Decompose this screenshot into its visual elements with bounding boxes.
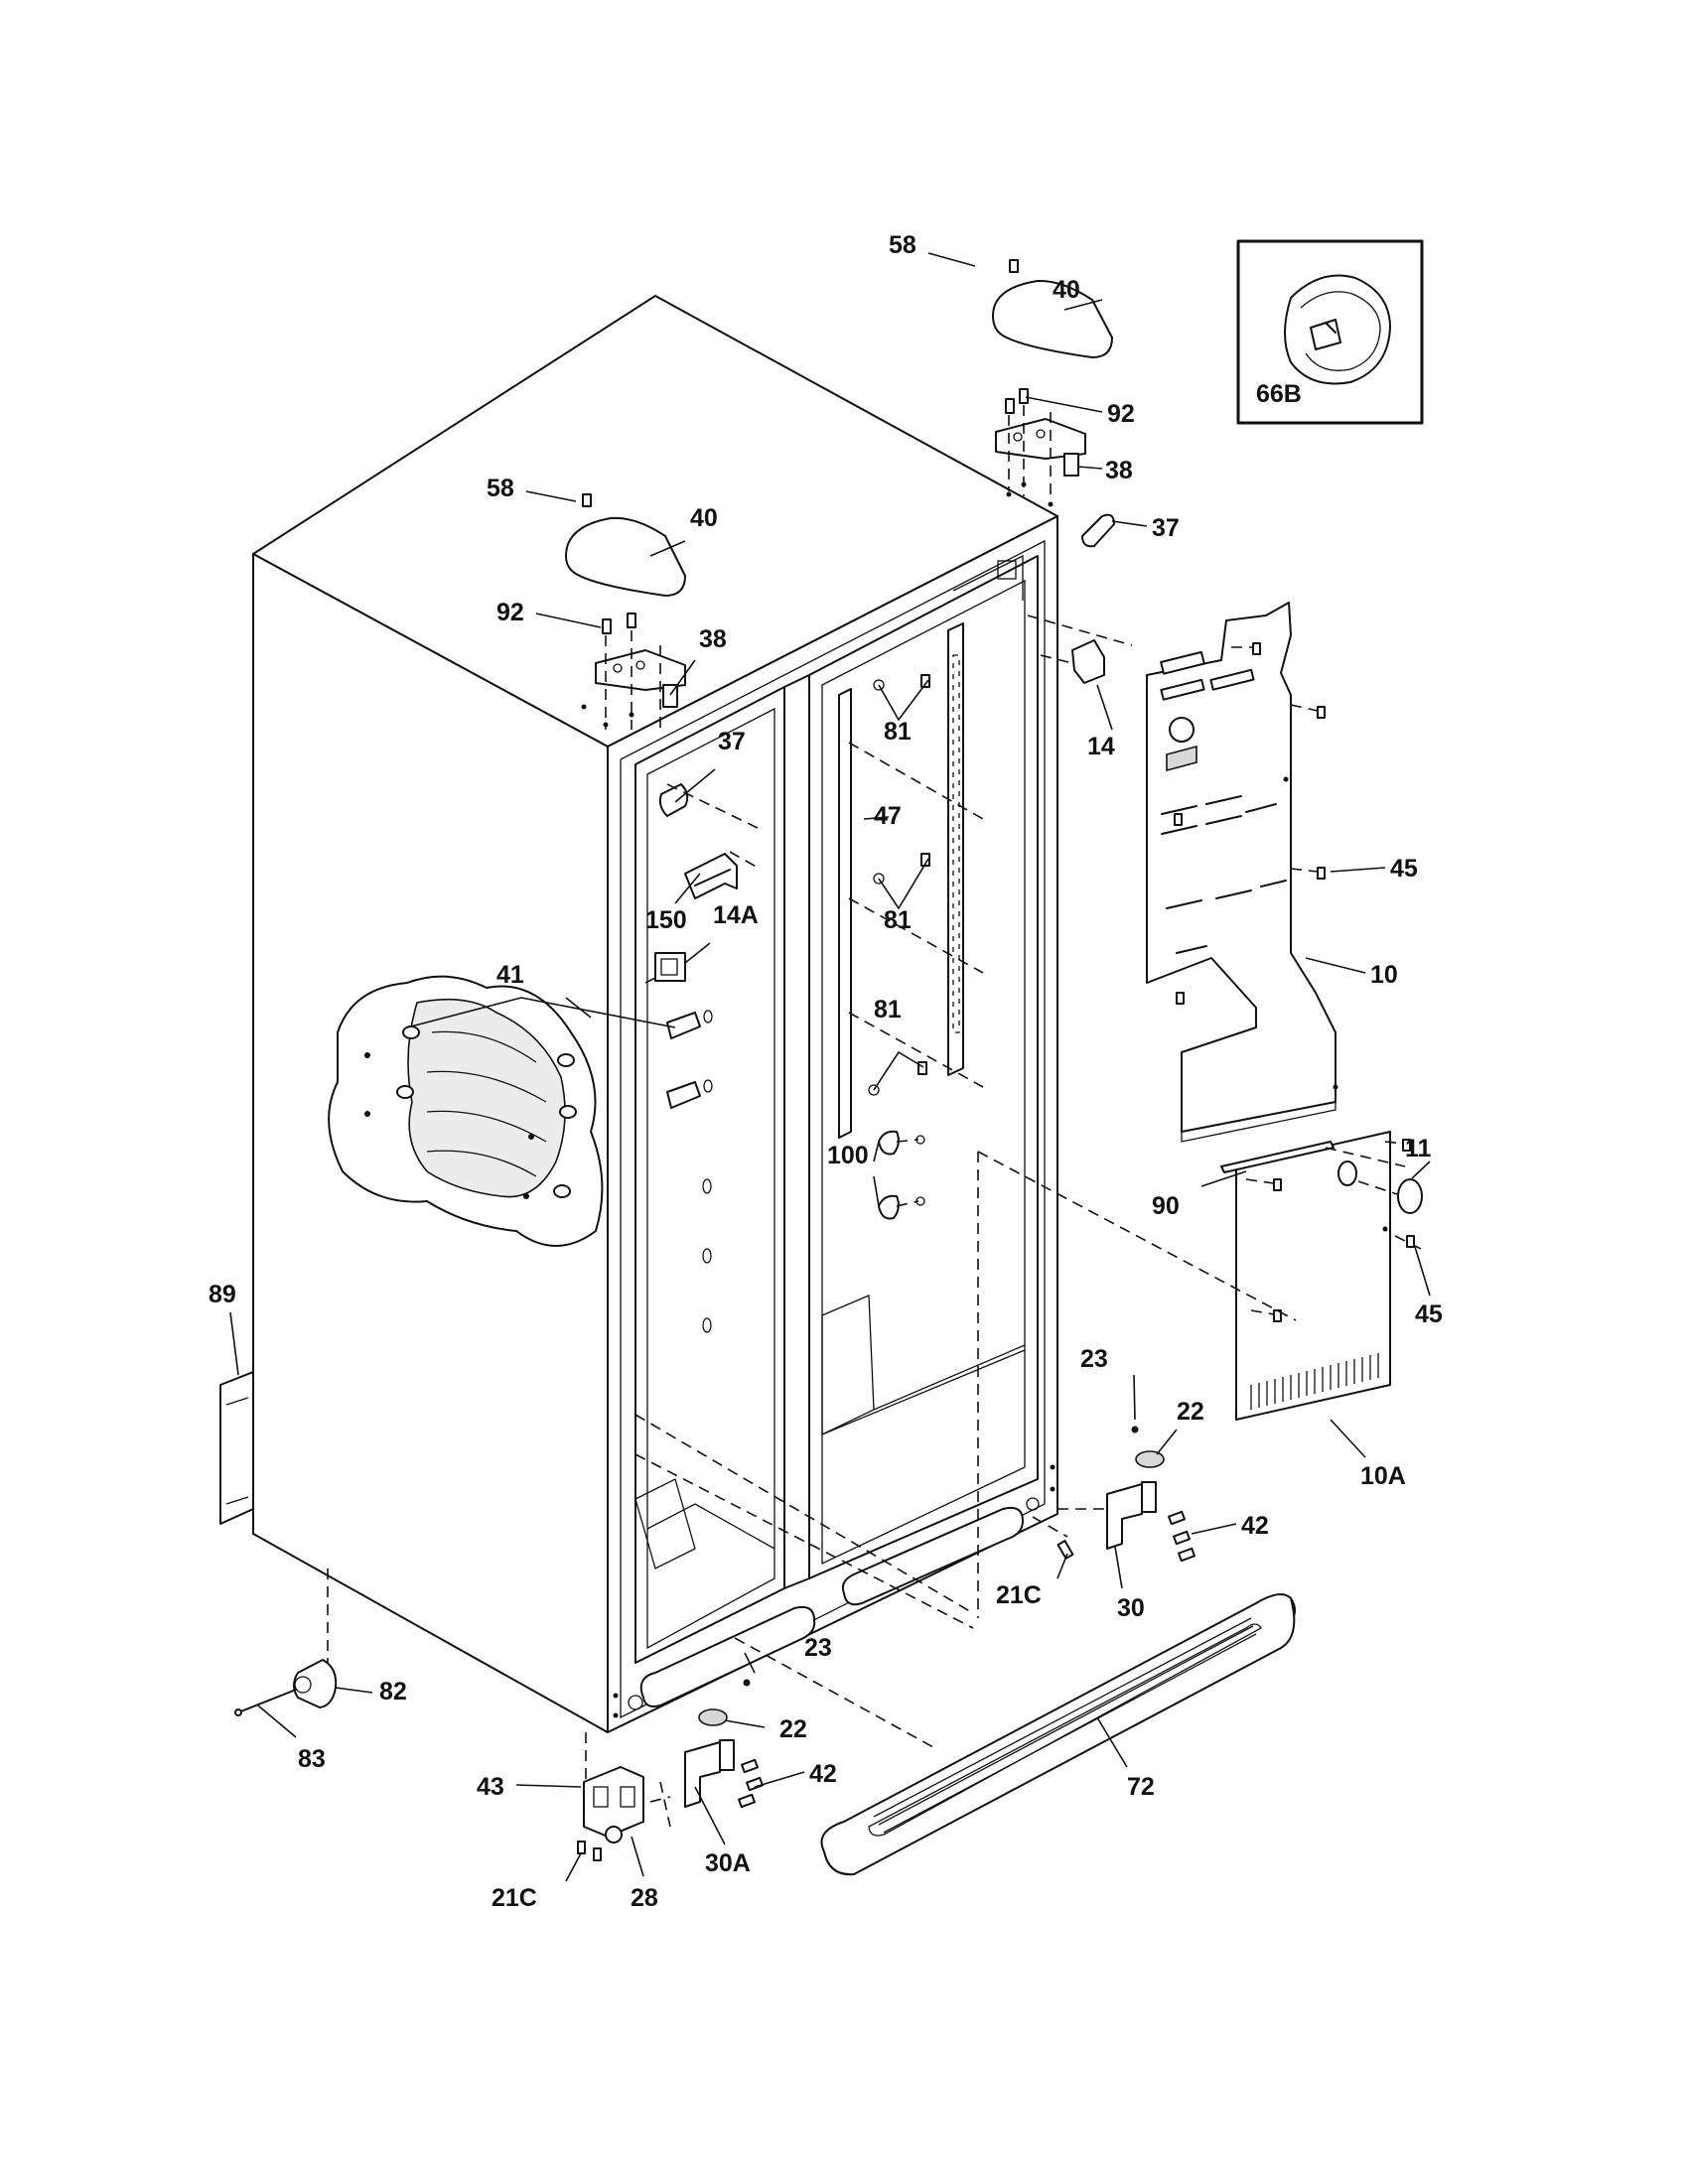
rear-panel-10 xyxy=(1146,602,1336,1143)
callout-81-mid: 81 xyxy=(884,906,912,934)
insulation-liner-41 xyxy=(328,975,604,1247)
lower-hinge-30a xyxy=(684,1679,764,1809)
callout-11: 11 xyxy=(1405,1135,1432,1162)
damper-100 xyxy=(878,1130,925,1220)
shelf-rails-47 xyxy=(838,614,1133,1139)
callout-30: 30 xyxy=(1117,1594,1145,1622)
callout-47: 47 xyxy=(874,802,902,830)
callout-37-right: 37 xyxy=(1152,514,1180,542)
callout-45-upper: 45 xyxy=(1390,855,1418,883)
callout-22-right: 22 xyxy=(1177,1398,1204,1426)
callout-81-low: 81 xyxy=(874,996,902,1024)
leveling-bracket-43 xyxy=(577,1766,671,1861)
callout-37-left: 37 xyxy=(718,728,746,755)
callout-21c-left: 21C xyxy=(492,1884,537,1912)
callout-30a: 30A xyxy=(705,1849,751,1877)
hinge-cover-40-left xyxy=(565,516,686,597)
callout-58-left: 58 xyxy=(487,475,514,502)
callout-100: 100 xyxy=(827,1142,869,1169)
callout-42-left: 42 xyxy=(809,1760,837,1788)
hinge-38-right xyxy=(995,418,1086,477)
callout-42-right: 42 xyxy=(1241,1512,1269,1540)
callout-23-left: 23 xyxy=(804,1634,832,1662)
callout-150: 150 xyxy=(645,906,687,934)
hinge-38-left xyxy=(595,649,686,708)
toe-grille-72 xyxy=(820,1593,1296,1876)
callout-41: 41 xyxy=(496,961,524,989)
callout-83: 83 xyxy=(298,1745,326,1773)
inset-66b xyxy=(1236,239,1424,425)
callout-45-lower: 45 xyxy=(1415,1300,1443,1328)
lower-panel-10a xyxy=(1220,1131,1426,1421)
lower-hinge-30 xyxy=(1056,1426,1196,1563)
callout-58-right: 58 xyxy=(889,231,916,259)
callout-89: 89 xyxy=(209,1281,236,1308)
callout-40-right: 40 xyxy=(1053,276,1080,304)
callout-23-right: 23 xyxy=(1080,1345,1108,1373)
callout-43: 43 xyxy=(477,1773,504,1801)
callout-92-left: 92 xyxy=(496,599,524,626)
panel-screws xyxy=(977,642,1415,1618)
roller-82 xyxy=(234,1659,338,1716)
callout-10: 10 xyxy=(1370,961,1398,989)
callout-10a: 10A xyxy=(1360,1462,1406,1490)
callout-40-left: 40 xyxy=(690,504,718,532)
callout-82: 82 xyxy=(379,1678,407,1706)
callout-92-right: 92 xyxy=(1107,400,1135,428)
callout-81-top: 81 xyxy=(884,718,912,746)
callout-90: 90 xyxy=(1152,1192,1180,1220)
side-bracket-89 xyxy=(219,1371,254,1525)
callout-38-right: 38 xyxy=(1105,457,1133,484)
callout-22-left: 22 xyxy=(779,1715,807,1743)
callout-21c-right: 21C xyxy=(996,1581,1042,1609)
callout-72: 72 xyxy=(1127,1773,1155,1801)
leader-lines xyxy=(229,252,1431,1882)
callout-labels: 58 40 92 38 37 66B 58 40 92 38 37 81 47 … xyxy=(209,231,1443,1912)
callout-14a: 14A xyxy=(713,901,759,929)
callout-38-left: 38 xyxy=(699,625,727,653)
small-parts-freezer xyxy=(644,783,761,1109)
callout-28: 28 xyxy=(631,1884,658,1912)
hinge-screws xyxy=(581,259,1054,730)
callout-66b: 66B xyxy=(1256,380,1302,408)
switch-14-and-plug-37 xyxy=(1040,513,1115,684)
callout-14: 14 xyxy=(1087,733,1115,760)
hinge-cover-40-right xyxy=(992,279,1113,358)
